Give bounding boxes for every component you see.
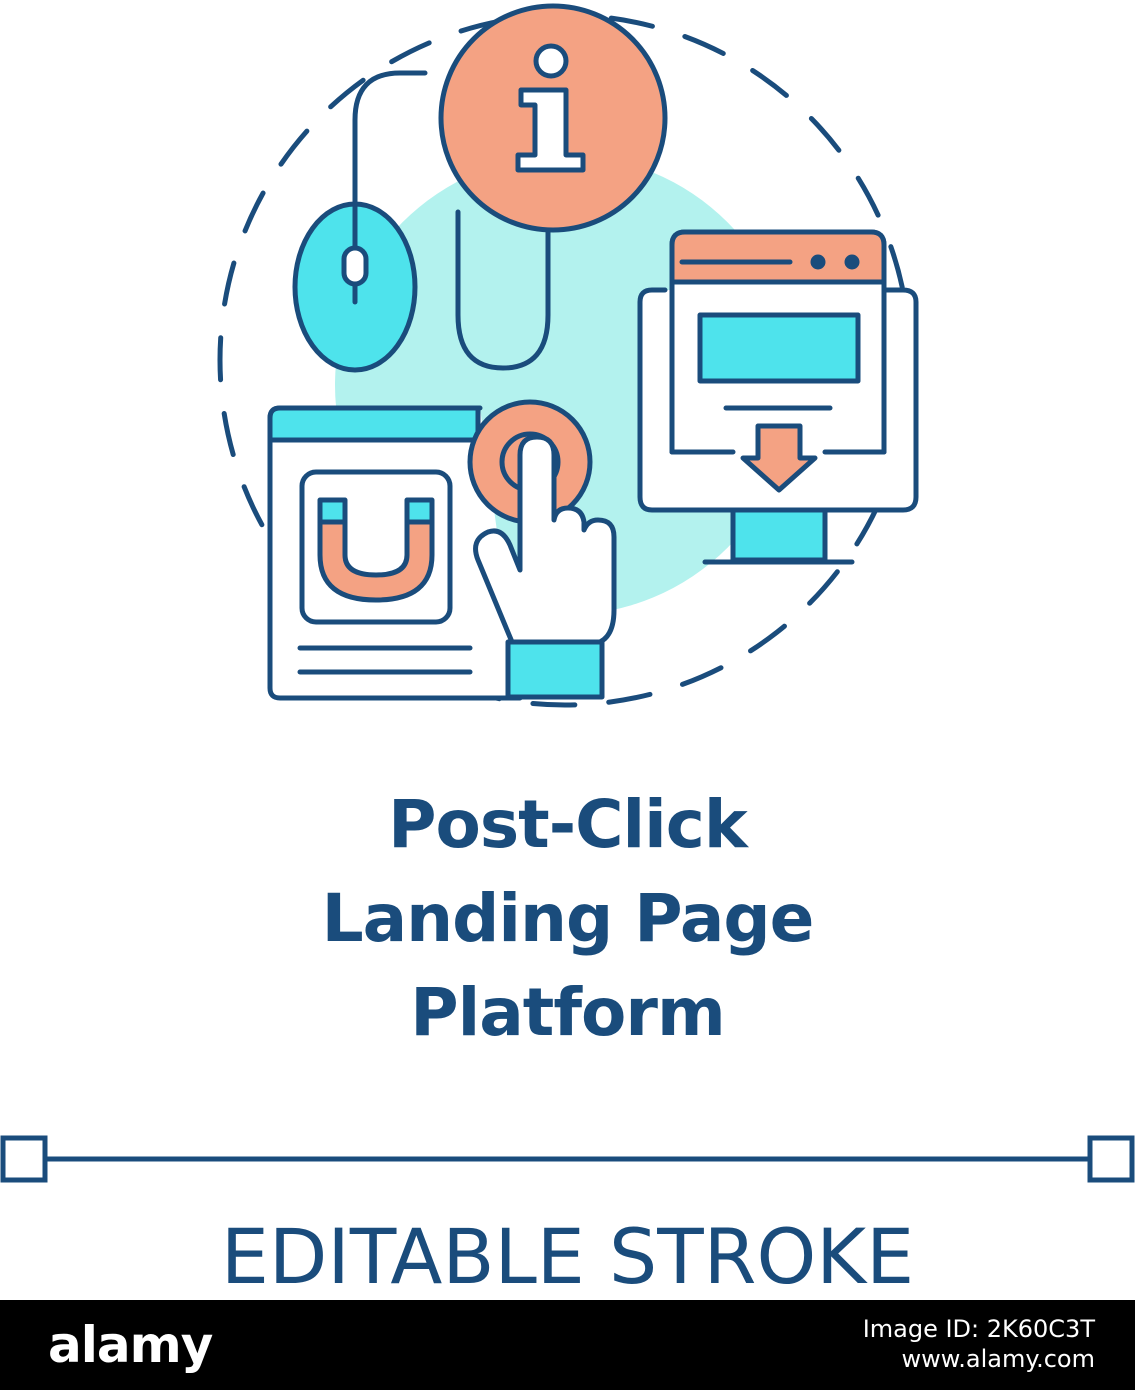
magnet-icon [317,497,435,603]
title-line-1: Post-Click [388,786,748,863]
title-line-3: Platform [410,974,725,1051]
monitor-download-icon [637,229,919,565]
editable-stroke-caption: EDITABLE STROKE [220,1212,915,1301]
mouse-icon [292,70,551,373]
title-line-2: Landing Page [321,880,815,957]
stroke-guide [0,1135,1135,1183]
pointing-hand-icon [467,399,617,700]
info-icon [438,3,668,233]
footer-bar: alamy Image ID: 2K60C3T www.alamy.com [0,1300,1135,1390]
image-id: Image ID: 2K60C3T [862,1315,1095,1343]
alamy-logo: alamy [48,1316,213,1374]
right-handle-icon [1087,1135,1135,1183]
site-url: www.alamy.com [901,1345,1095,1373]
page-title: Post-Click Landing Page Platform [0,778,1135,1060]
concept-illustration [217,3,919,708]
left-handle-icon [0,1135,48,1183]
image-info: Image ID: 2K60C3T www.alamy.com [863,1314,1095,1374]
